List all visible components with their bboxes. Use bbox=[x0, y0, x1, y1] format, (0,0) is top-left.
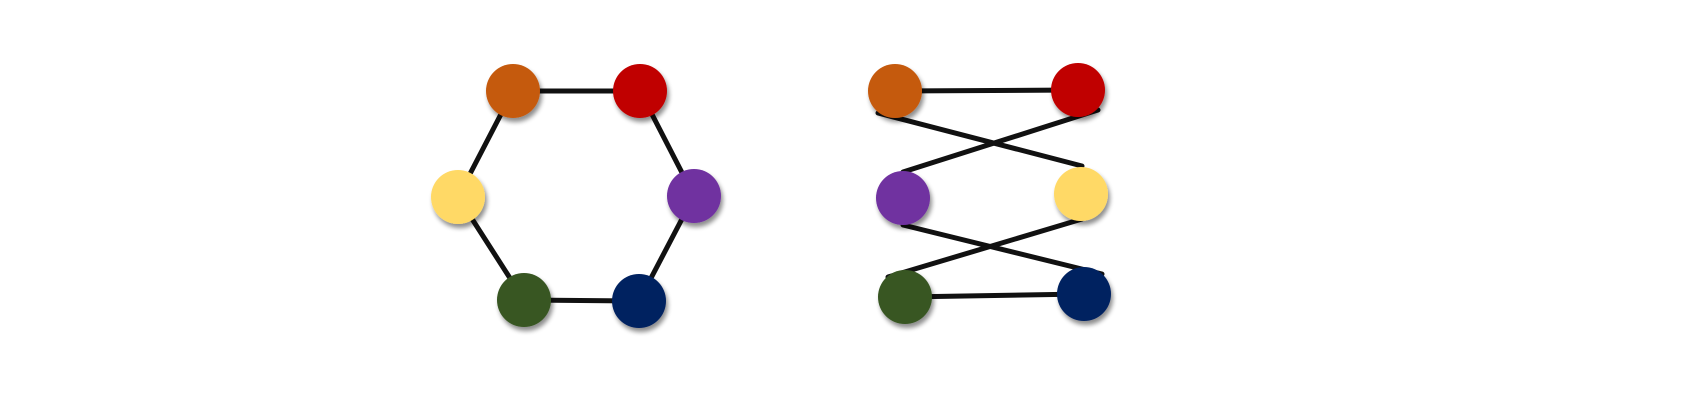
edge-orange-yellow bbox=[875, 110, 1085, 169]
node-yellow bbox=[431, 170, 485, 224]
edge-orange-red bbox=[892, 87, 1081, 94]
edge-yellow-green bbox=[885, 216, 1085, 280]
hexagon-nodes bbox=[431, 64, 721, 328]
edge-red-purple bbox=[900, 107, 1101, 175]
crossed-ladder-graph bbox=[868, 63, 1111, 324]
hexagon-graph bbox=[431, 64, 721, 328]
node-navy bbox=[1057, 267, 1111, 321]
hexagon-edges bbox=[455, 88, 697, 304]
node-purple bbox=[876, 171, 930, 225]
edge-green-navy bbox=[902, 291, 1087, 300]
node-green bbox=[878, 270, 932, 324]
crossed-ladder-nodes bbox=[868, 63, 1111, 324]
node-orange bbox=[868, 64, 922, 118]
edge-purple-navy bbox=[900, 222, 1105, 277]
node-red bbox=[1051, 63, 1105, 117]
node-orange bbox=[486, 64, 540, 118]
crossed-ladder-edges bbox=[875, 87, 1105, 300]
node-purple bbox=[667, 169, 721, 223]
node-red bbox=[613, 64, 667, 118]
node-green bbox=[497, 273, 551, 327]
node-navy bbox=[612, 274, 666, 328]
node-yellow bbox=[1054, 167, 1108, 221]
